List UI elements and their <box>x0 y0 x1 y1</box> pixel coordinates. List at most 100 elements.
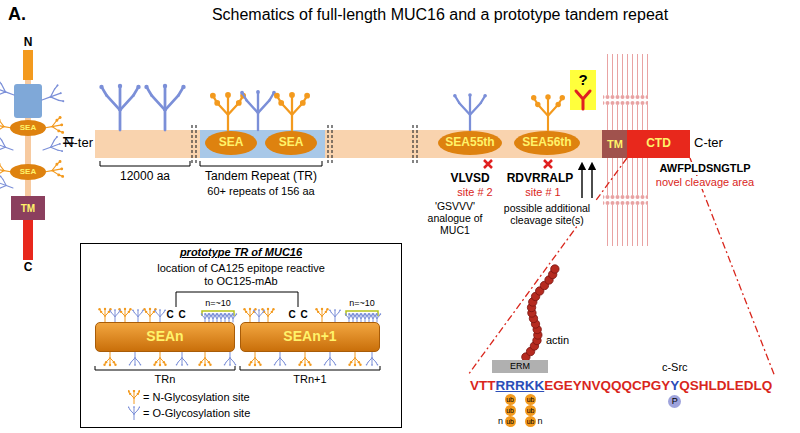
o-glycan <box>99 84 140 130</box>
repeat-count: n <box>538 416 543 426</box>
o-glycan <box>353 313 361 322</box>
o-glycan <box>176 352 189 366</box>
repeat-label: TRn <box>155 373 176 386</box>
node-label: SEA <box>219 136 244 149</box>
node-label: ub <box>506 407 514 415</box>
node-label: SEA <box>279 136 304 149</box>
node-label: TM <box>607 138 623 150</box>
cluster-count: n=~10 <box>349 298 375 308</box>
node-label: ub <box>506 396 514 404</box>
motif-note: 'GSVVV' analogue of MUC1 <box>419 200 491 236</box>
cluster-count: n=~10 <box>205 298 231 308</box>
o-glycan <box>201 313 209 322</box>
n-glycan <box>315 308 328 322</box>
kinase-label: c-Src <box>662 361 688 374</box>
repeat-count: n <box>498 416 503 426</box>
o-glycan <box>365 313 373 322</box>
o-glycan <box>274 352 287 366</box>
site-label: site # 2 <box>457 186 492 199</box>
sequence-motif: VLVSD <box>450 172 489 186</box>
ubiquitin-circle: ub <box>525 394 536 405</box>
node-label: ub <box>527 407 535 415</box>
sequence-part: Y <box>670 378 679 394</box>
ubiquitin-circle: ub <box>505 416 516 427</box>
zoom-line <box>690 158 774 375</box>
ubiquitin-circle: ub <box>505 405 516 416</box>
ubiquitin-circle: ub <box>525 405 536 416</box>
o-glycan <box>345 313 353 322</box>
sea-domain: SEA <box>205 131 257 155</box>
tm-domain: TM <box>602 130 628 158</box>
o-glycan <box>229 313 237 322</box>
o-glycan <box>0 175 16 195</box>
o-glycan <box>205 313 213 322</box>
icon-c-tail: C <box>23 220 33 260</box>
o-glycan <box>217 313 225 322</box>
cysteine-label: C <box>178 309 185 321</box>
n-glycan <box>531 94 565 131</box>
n-glycan <box>153 352 166 366</box>
sea-repeat-tile: SEAn+1 <box>240 322 380 352</box>
n-glycan <box>198 352 211 366</box>
o-glycan <box>132 309 144 322</box>
antibody-box: ? <box>570 70 596 110</box>
ubiquitin-circle: ub <box>505 394 516 405</box>
n-glycan <box>118 308 131 322</box>
o-glycan <box>225 313 233 322</box>
n-glycan <box>210 92 246 131</box>
cytoplasmic-tail: CTD <box>627 130 690 158</box>
n-glycan <box>42 116 64 137</box>
o-glycan <box>349 313 357 322</box>
o-glycan <box>453 93 487 131</box>
icon-sea-domain: SEA <box>10 164 46 180</box>
o-glycan <box>128 406 140 420</box>
cysteine-label: C <box>288 309 295 321</box>
n-glycan <box>261 308 274 322</box>
o-glycan <box>0 79 17 104</box>
node-label: ERM <box>510 362 530 372</box>
o-glycan <box>213 313 221 322</box>
node-label: SEA55th <box>445 136 494 149</box>
brackets <box>95 161 380 370</box>
ubiquitin-circle: ub <box>525 416 536 427</box>
n-glycan <box>143 308 156 322</box>
cleavage-x-marks <box>484 160 552 168</box>
o-glycan <box>154 309 166 322</box>
sequence-part: QSHLDLEDLQ <box>679 378 772 394</box>
o-glycan <box>224 352 237 366</box>
terminus-label: C-ter <box>694 136 723 151</box>
legend-swatch <box>128 390 140 404</box>
figure-title: Schematics of full-length MUC16 and a pr… <box>212 6 668 24</box>
node-label: SEAn+1 <box>283 329 336 344</box>
sea-repeat-tile: SEAn <box>95 322 235 352</box>
icon-n-terminus: N <box>23 50 33 80</box>
o-glycan <box>357 313 365 322</box>
sequence-motif: RDVRRALP <box>507 172 574 186</box>
o-glycan <box>144 84 185 130</box>
n-glycan <box>298 352 311 366</box>
epitope-note: location of CA125 epitope reactive to OC… <box>154 262 329 287</box>
actin-label: actin <box>546 334 569 347</box>
o-glycan <box>109 309 121 322</box>
icon-repeat-block <box>14 84 42 118</box>
node-label: C <box>24 261 33 274</box>
node-label: SEA56th <box>522 136 571 149</box>
node-label: N <box>24 36 33 49</box>
o-glycan <box>129 352 142 366</box>
n-glycan <box>103 352 116 366</box>
node-label: ub <box>506 418 514 426</box>
node-label: ub <box>527 418 535 426</box>
legend-text: = N-Glycosylation site <box>143 391 250 404</box>
o-glycan <box>369 313 377 322</box>
node-label: prototype TR of MUC16 <box>180 246 302 258</box>
o-glycan <box>39 84 65 109</box>
sequence-row: VTTRRRKKEGEYNVQQQCPGYYQSHLDLEDLQ <box>470 378 772 394</box>
icon-tm-domain: TM <box>11 196 45 220</box>
node-label: TM <box>21 203 35 214</box>
o-glycan <box>240 90 276 130</box>
region-note: 60+ repeats of 156 aa <box>207 185 314 198</box>
cleavage-note: possible additional cleavage site(s) <box>491 202 603 226</box>
cysteine-label: C <box>166 309 173 321</box>
site-label: site # 1 <box>525 186 560 199</box>
